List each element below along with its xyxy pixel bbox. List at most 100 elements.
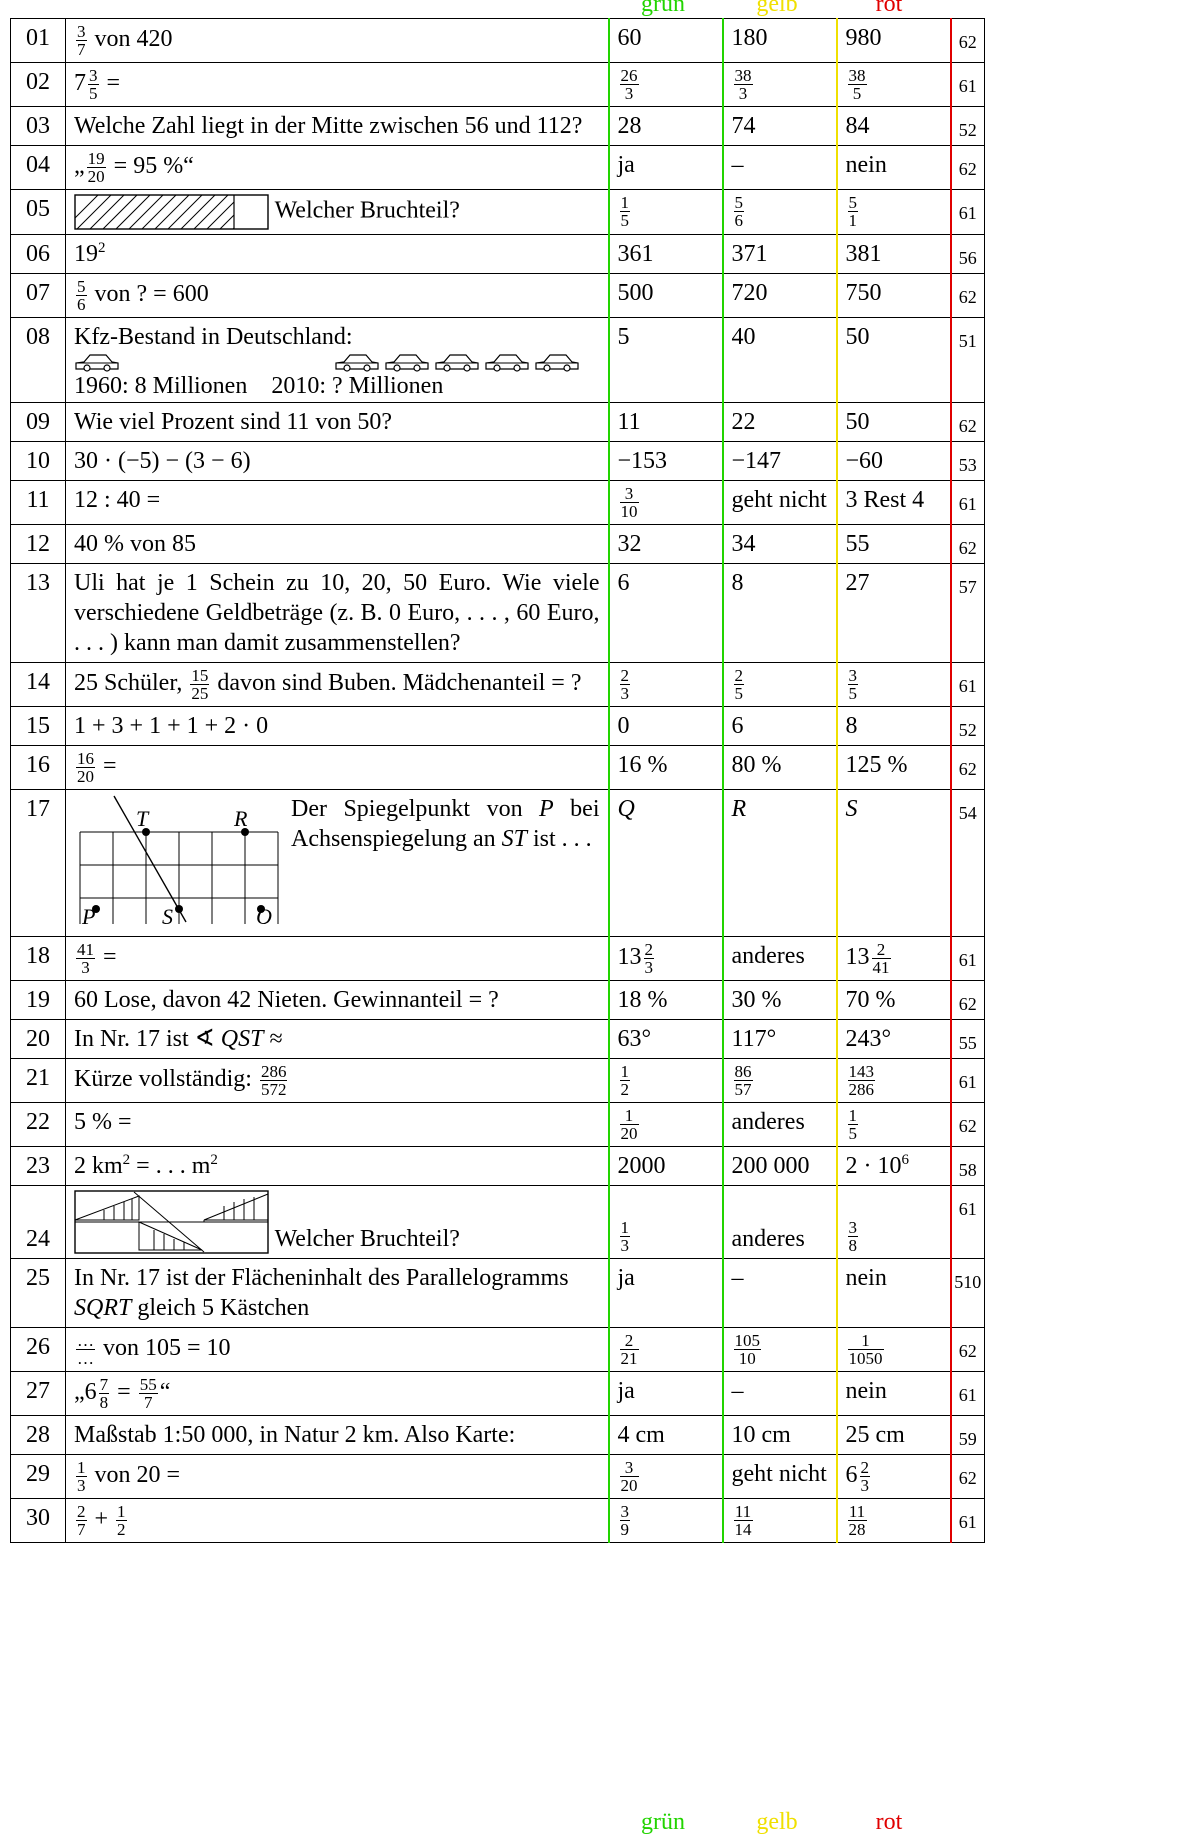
answer-red[interactable]: 750 bbox=[835, 273, 952, 318]
page-reference: 52 bbox=[950, 106, 985, 146]
answer-yellow[interactable]: 30 % bbox=[721, 980, 838, 1020]
answer-red[interactable]: 980 bbox=[835, 18, 952, 63]
answer-yellow[interactable]: R bbox=[721, 789, 838, 937]
answer-yellow[interactable]: 74 bbox=[721, 106, 838, 146]
answer-yellow[interactable]: geht nicht bbox=[721, 1454, 838, 1499]
answer-green[interactable]: 32 bbox=[607, 524, 724, 564]
answer-red[interactable]: −60 bbox=[835, 441, 952, 481]
answer-yellow[interactable]: 371 bbox=[721, 234, 838, 274]
answer-yellow[interactable]: 40 bbox=[721, 317, 838, 403]
answer-green[interactable]: 28 bbox=[607, 106, 724, 146]
answer-green[interactable]: 16 % bbox=[607, 745, 724, 790]
answer-red[interactable]: 70 % bbox=[835, 980, 952, 1020]
answer-green[interactable]: 361 bbox=[607, 234, 724, 274]
answer-red[interactable]: nein bbox=[835, 1258, 952, 1328]
answer-yellow[interactable]: 6 bbox=[721, 706, 838, 746]
answer-yellow[interactable]: anderes bbox=[721, 1185, 838, 1259]
answer-green[interactable]: ja bbox=[607, 145, 724, 190]
answer-red[interactable]: 3 Rest 4 bbox=[835, 480, 952, 525]
answer-green[interactable]: 18 % bbox=[607, 980, 724, 1020]
answer-yellow[interactable]: 8 bbox=[721, 563, 838, 663]
answer-green[interactable]: 11 bbox=[607, 402, 724, 442]
question-text: …… von 105 = 10 bbox=[65, 1327, 609, 1372]
answer-green[interactable]: 5 bbox=[607, 317, 724, 403]
question-number: 19 bbox=[10, 980, 66, 1020]
answer-green[interactable]: 500 bbox=[607, 273, 724, 318]
answer-yellow[interactable]: – bbox=[721, 1258, 838, 1328]
answer-yellow[interactable]: 180 bbox=[721, 18, 838, 63]
answer-red[interactable]: 55 bbox=[835, 524, 952, 564]
answer-yellow[interactable]: geht nicht bbox=[721, 480, 838, 525]
page-reference: 61 bbox=[950, 662, 985, 707]
answer-red[interactable]: 50 bbox=[835, 317, 952, 403]
answer-yellow[interactable]: anderes bbox=[721, 936, 838, 981]
answer-red[interactable]: 243° bbox=[835, 1019, 952, 1059]
answer-red[interactable]: 8 bbox=[835, 706, 952, 746]
answer-yellow[interactable]: – bbox=[721, 1371, 838, 1416]
answer-yellow[interactable]: 34 bbox=[721, 524, 838, 564]
answer-yellow[interactable]: 117° bbox=[721, 1019, 838, 1059]
answer-green[interactable]: 2000 bbox=[607, 1146, 724, 1186]
answer-green[interactable]: 0 bbox=[607, 706, 724, 746]
question-number: 05 bbox=[10, 189, 66, 235]
answer-yellow[interactable]: – bbox=[721, 145, 838, 190]
answer-red[interactable]: 84 bbox=[835, 106, 952, 146]
answer-red[interactable]: 125 % bbox=[835, 745, 952, 790]
answer-green[interactable]: ja bbox=[607, 1258, 724, 1328]
answer-red[interactable]: 50 bbox=[835, 402, 952, 442]
answer-green[interactable]: 63° bbox=[607, 1019, 724, 1059]
answer-yellow[interactable]: 200 000 bbox=[721, 1146, 838, 1186]
answer-red[interactable]: 2 · 106 bbox=[835, 1146, 952, 1186]
answer-red[interactable]: 27 bbox=[835, 563, 952, 663]
answer-green[interactable]: 60 bbox=[607, 18, 724, 63]
question-number: 12 bbox=[10, 524, 66, 564]
answer-red[interactable]: nein bbox=[835, 145, 952, 190]
answer-green[interactable]: ja bbox=[607, 1371, 724, 1416]
answer-yellow[interactable]: 22 bbox=[721, 402, 838, 442]
answer-yellow[interactable]: −147 bbox=[721, 441, 838, 481]
answer-yellow[interactable]: 720 bbox=[721, 273, 838, 318]
answer-yellow[interactable]: 80 % bbox=[721, 745, 838, 790]
answer-green[interactable]: 4 cm bbox=[607, 1415, 724, 1455]
answer-green[interactable]: −153 bbox=[607, 441, 724, 481]
answer-red[interactable]: 381 bbox=[835, 234, 952, 274]
answer-red[interactable]: S bbox=[835, 789, 952, 937]
answer-red[interactable]: 25 cm bbox=[835, 1415, 952, 1455]
answer-green[interactable]: Q bbox=[607, 789, 724, 937]
answer-green[interactable]: 6 bbox=[607, 563, 724, 663]
answer-red[interactable]: nein bbox=[835, 1371, 952, 1416]
footer-green: grün bbox=[641, 1809, 685, 1835]
answer-yellow[interactable]: anderes bbox=[721, 1102, 838, 1147]
answer-yellow[interactable]: 10 cm bbox=[721, 1415, 838, 1455]
